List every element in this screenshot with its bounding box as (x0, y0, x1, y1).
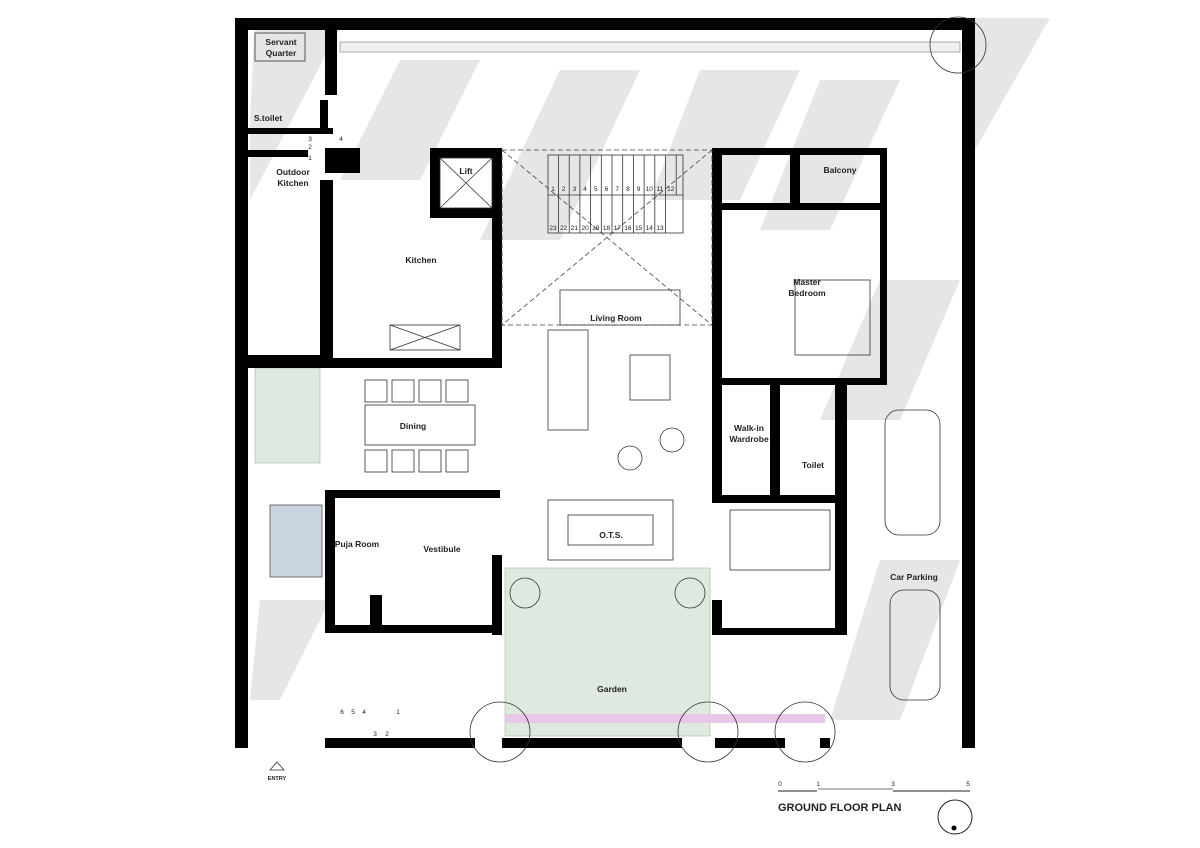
svg-text:3: 3 (308, 136, 312, 143)
svg-text:5: 5 (351, 709, 355, 716)
label-lift: Lift (459, 166, 472, 176)
label-puja-room: Puja Room (335, 539, 380, 549)
label-ots: O.T.S. (599, 530, 623, 540)
stair-step-number: 7 (615, 186, 619, 193)
garden-lawn (504, 567, 711, 737)
label-servant-quarter-2: Quarter (266, 48, 297, 58)
svg-text:4: 4 (362, 709, 366, 716)
stair-step-number: 9 (637, 186, 641, 193)
label-balcony: Balcony (823, 165, 856, 175)
label-garden: Garden (597, 684, 627, 694)
stair-step-number: 13 (656, 225, 664, 232)
room-labels: Servant Quarter S.toilet Outdoor Kitchen… (254, 32, 938, 694)
svg-text:3: 3 (373, 731, 377, 738)
drawing-title: GROUND FLOOR PLAN (778, 802, 901, 814)
stair-step-number: 5 (594, 186, 598, 193)
furniture (364, 16, 987, 763)
stair-step-number: 2 (562, 186, 566, 193)
svg-text:0: 0 (778, 781, 782, 788)
stair-step-number: 12 (667, 186, 675, 193)
entry-marker: ENTRY (268, 761, 287, 782)
stair-step-number: 8 (626, 186, 630, 193)
north-icon (937, 799, 973, 835)
entry-arrow-icon (269, 761, 285, 771)
label-master-bedroom-1: Master (793, 277, 821, 287)
scale-bar: 0 1 3 5 (778, 781, 970, 792)
svg-text:4: 4 (339, 136, 343, 143)
internal-walls (248, 30, 887, 635)
stair-step-number: 4 (583, 186, 587, 193)
label-kitchen: Kitchen (405, 255, 436, 265)
car (889, 589, 941, 701)
coffee-table (629, 354, 671, 401)
outer-walls (235, 18, 975, 748)
label-servant-quarter-1: Servant (265, 37, 296, 47)
bed (794, 279, 871, 356)
svg-text:1: 1 (308, 155, 312, 162)
stair-step-number: 10 (646, 186, 654, 193)
svg-text:1: 1 (396, 709, 400, 716)
stair-step-number: 14 (646, 225, 654, 232)
label-master-bedroom-2: Bedroom (788, 288, 826, 298)
label-s-toilet: S.toilet (254, 113, 283, 123)
stair-step-number: 19 (592, 225, 600, 232)
stair-step-number: 16 (624, 225, 632, 232)
car (884, 409, 941, 536)
landscape-patch (254, 367, 321, 464)
svg-text:1: 1 (816, 781, 820, 788)
sofa (547, 329, 589, 431)
label-outdoor-kitchen-1: Outdoor (276, 167, 310, 177)
label-walk-in-wardrobe-1: Walk-in (734, 423, 764, 433)
label-toilet: Toilet (802, 460, 824, 470)
stair-step-number: 1 (551, 186, 555, 193)
stair-step-number: 17 (614, 225, 622, 232)
svg-text:3: 3 (891, 781, 895, 788)
stair-step-number: 18 (603, 225, 611, 232)
stair-step-number: 20 (581, 225, 589, 232)
label-living-room: Living Room (590, 313, 642, 323)
bed (729, 509, 831, 571)
sofa (559, 289, 681, 326)
label-car-parking: Car Parking (890, 572, 938, 582)
entry-label: ENTRY (268, 776, 287, 782)
svg-text:6: 6 (340, 709, 344, 716)
svg-text:2: 2 (385, 731, 389, 738)
stair-step-number: 6 (605, 186, 609, 193)
stair-step-number: 15 (635, 225, 643, 232)
stair-step-number: 22 (560, 225, 568, 232)
stair-step-number: 23 (549, 225, 557, 232)
water-feature (269, 504, 323, 578)
stair-step-number: 3 (573, 186, 577, 193)
top-planter (339, 41, 961, 53)
dining-table (364, 404, 476, 446)
svg-text:2: 2 (308, 144, 312, 151)
stair-step-number: 11 (657, 186, 664, 193)
svg-text:5: 5 (966, 781, 970, 788)
label-dining: Dining (400, 421, 426, 431)
step-numbers: 3 2 1 4 6 5 4 3 2 1 (308, 136, 400, 738)
label-outdoor-kitchen-2: Kitchen (277, 178, 308, 188)
label-walk-in-wardrobe-2: Wardrobe (729, 434, 769, 444)
stair-step-number: 21 (571, 225, 579, 232)
planter-strip (505, 714, 825, 723)
label-vestibule: Vestibule (423, 544, 461, 554)
